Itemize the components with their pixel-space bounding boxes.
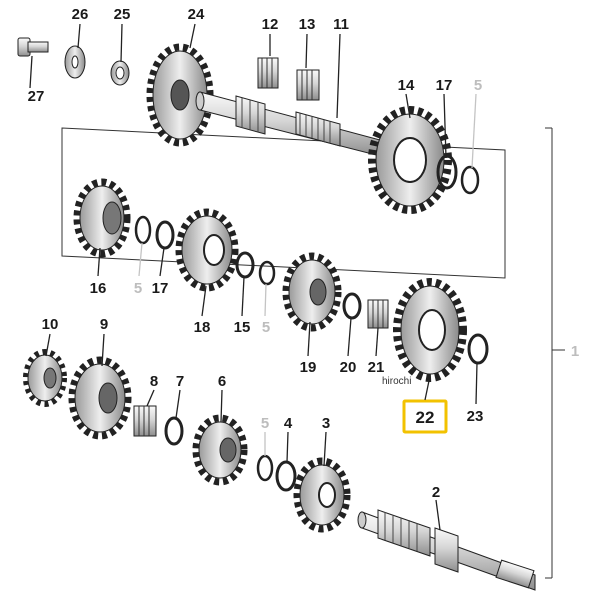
gear-part: [23, 349, 67, 407]
part-label-8: 8: [150, 373, 158, 390]
washer-part: [436, 154, 458, 190]
needle-bearing-part: [257, 57, 279, 89]
part-label-17-row1: 17: [152, 280, 169, 297]
part-label-27: 27: [28, 88, 45, 105]
part-label-13: 13: [299, 16, 316, 33]
part-label-2: 2: [432, 484, 440, 501]
part-label-26: 26: [72, 6, 89, 23]
washer-part: [164, 416, 184, 446]
part-label-5-row1: 5: [134, 280, 142, 297]
mainshaft-part: [357, 509, 536, 591]
washer-part: [467, 333, 489, 365]
watermark: hirochi: [382, 376, 411, 387]
circlip-part: [256, 454, 274, 482]
gear-part: [393, 278, 467, 382]
part-label-15: 15: [234, 319, 251, 336]
washer-part: [155, 220, 175, 250]
part-label-25: 25: [114, 6, 131, 23]
part-label-22: 22: [416, 408, 435, 427]
gear-part: [73, 178, 131, 258]
leader-lines: [29, 23, 478, 531]
part-label-18: 18: [194, 319, 211, 336]
part-label-6: 6: [218, 373, 226, 390]
part-label-12: 12: [262, 16, 279, 33]
gear-part: [282, 252, 342, 332]
washer-part: [342, 292, 362, 320]
needle-bearing-part: [133, 405, 157, 437]
part-label-4: 4: [284, 415, 293, 432]
needle-bearing-part: [367, 299, 389, 329]
gear-part: [192, 414, 248, 486]
part-label-5-top: 5: [474, 77, 482, 94]
part-label-1: 1: [571, 343, 579, 360]
part-label-11: 11: [333, 16, 349, 33]
part-label-20: 20: [340, 359, 357, 376]
circlip-part: [258, 260, 276, 286]
part-label-14: 14: [398, 77, 415, 94]
washer-part: [275, 460, 297, 492]
part-label-3: 3: [322, 415, 330, 432]
needle-bearing-part: [296, 69, 320, 101]
washer-part: [110, 60, 130, 86]
part-label-5-row3: 5: [261, 415, 269, 432]
assembly-bracket: [545, 127, 565, 579]
gear-part: [68, 356, 132, 440]
gear-part: [293, 457, 351, 533]
circlip-part: [460, 165, 480, 195]
part-label-9: 9: [100, 316, 108, 333]
countershaft-part: [195, 91, 381, 157]
circlip-part: [134, 215, 152, 245]
part-label-10: 10: [42, 316, 59, 333]
washer-part: [64, 45, 86, 79]
gear-part: [368, 106, 452, 214]
part-label-19: 19: [300, 359, 317, 376]
part-label-23: 23: [467, 408, 484, 425]
part-label-24: 24: [188, 6, 205, 23]
washer-part: [235, 251, 255, 279]
highlight-box: [402, 399, 448, 434]
part-label-16: 16: [90, 280, 107, 297]
gear-part: [175, 208, 239, 292]
part-label-17-top: 17: [436, 77, 453, 94]
part-label-21: 21: [368, 359, 385, 376]
part-label-5-row2: 5: [262, 319, 270, 336]
part-label-7: 7: [176, 373, 184, 390]
bolt-part: [17, 37, 49, 57]
